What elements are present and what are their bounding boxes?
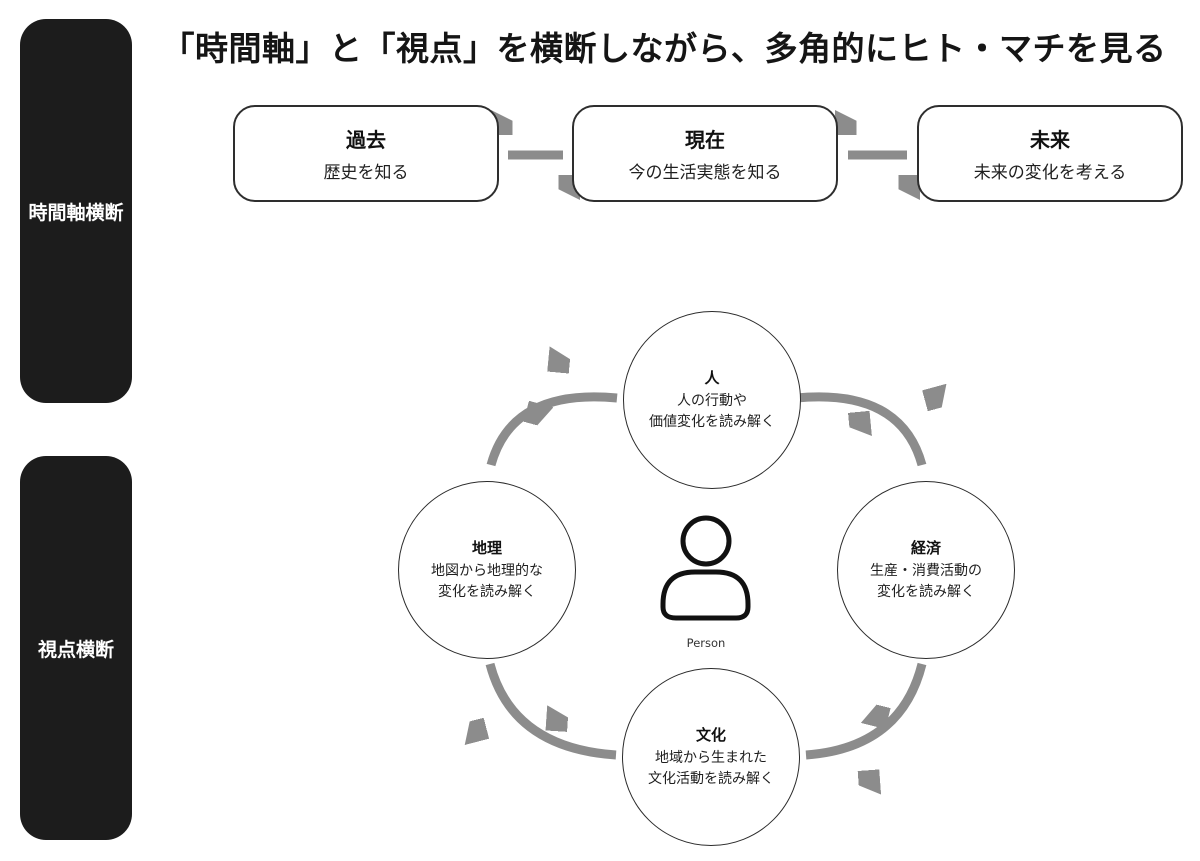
- time-axis-panel-label: 時間軸横断: [28, 201, 124, 224]
- timeline-box-subtitle: 歴史を知る: [323, 163, 409, 183]
- circle-desc-line: 人の行動や: [677, 393, 747, 409]
- arrow-culture-economy: [805, 662, 927, 755]
- circle-desc-line: 地域から生まれた: [655, 750, 767, 766]
- timeline-box-subtitle: 今の生活実態を知る: [628, 163, 782, 183]
- viewpoint-panel-label: 視点横断: [37, 638, 114, 661]
- circle-name: 人: [704, 369, 720, 387]
- circle-desc-line: 変化を読み解く: [438, 584, 536, 600]
- person-caption: Person: [686, 636, 726, 650]
- timeline-box-title: 現在: [685, 128, 725, 152]
- circle-culture: 文化 地域から生まれた 文化活動を読み解く: [622, 668, 800, 846]
- circle-desc-line: 変化を読み解く: [877, 584, 975, 600]
- timeline-box-present: 現在 今の生活実態を知る: [572, 105, 838, 202]
- circle-geography: 地理 地図から地理的な 変化を読み解く: [398, 481, 576, 659]
- circle-economy: 経済 生産・消費活動の 変化を読み解く: [837, 481, 1015, 659]
- viewpoint-panel: 視点横断: [20, 456, 132, 840]
- timeline-box-future: 未来 未来の変化を考える: [917, 105, 1183, 202]
- timeline-box-title: 未来: [1030, 128, 1070, 152]
- circle-desc-line: 地図から地理的な: [431, 563, 543, 579]
- arrow-geography-culture: [490, 662, 617, 760]
- circle-name: 経済: [910, 539, 941, 557]
- timeline-box-past: 過去 歴史を知る: [233, 105, 499, 202]
- arrow-person-economy: [795, 397, 922, 467]
- arrow-geography-person: [486, 397, 618, 467]
- circle-name: 文化: [695, 726, 726, 744]
- circle-person: 人 人の行動や 価値変化を読み解く: [623, 311, 801, 489]
- circle-desc-line: 生産・消費活動の: [870, 563, 982, 579]
- timeline-box-title: 過去: [346, 128, 386, 152]
- circle-desc-line: 文化活動を読み解く: [648, 771, 774, 787]
- time-axis-panel: 時間軸横断: [20, 19, 132, 403]
- page-title: 「時間軸」と「視点」を横断しながら、多角的にヒト・マチを見る: [161, 29, 1167, 68]
- circle-name: 地理: [471, 539, 502, 557]
- timeline-box-subtitle: 未来の変化を考える: [973, 163, 1127, 183]
- person-icon: [660, 515, 751, 621]
- circle-desc-line: 価値変化を読み解く: [649, 414, 775, 430]
